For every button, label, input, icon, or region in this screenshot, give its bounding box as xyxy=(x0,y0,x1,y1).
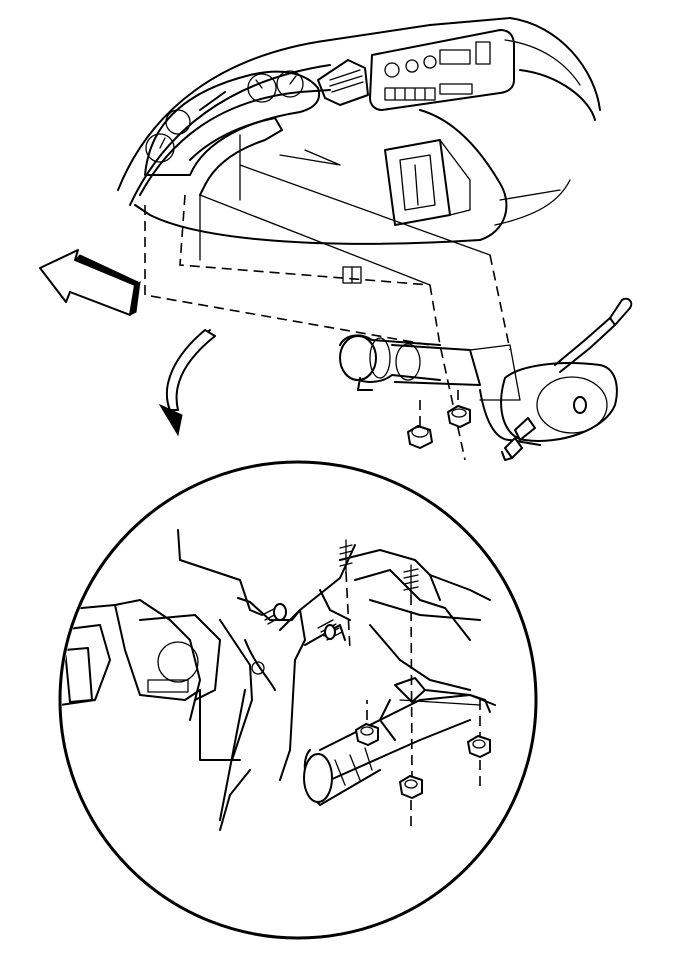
forward-arrow-icon xyxy=(39,249,141,316)
detail-view xyxy=(58,460,538,940)
multifunction-lever xyxy=(609,297,633,326)
vent-ring xyxy=(157,641,199,683)
detail-circle xyxy=(58,460,538,940)
center-vent xyxy=(317,59,369,106)
instrument-panel xyxy=(117,17,601,245)
curved-arrow-icon xyxy=(158,329,216,437)
knob-icon xyxy=(384,62,400,78)
mounting-stud-icon xyxy=(339,539,353,573)
gauge-speedo-icon xyxy=(247,73,277,103)
column-nut-left xyxy=(407,425,433,449)
column-nut-right xyxy=(447,405,471,428)
hex-nut-icon xyxy=(399,775,423,799)
gauge-cluster xyxy=(144,70,320,176)
mounting-stud-icon xyxy=(261,603,287,625)
knee-bolster-opening xyxy=(189,117,341,261)
shaft-end xyxy=(573,396,587,414)
floor-console xyxy=(384,139,471,226)
hex-nut-icon xyxy=(355,723,379,746)
knob-icon xyxy=(405,59,419,73)
gauge-tach-icon xyxy=(276,70,304,98)
radio-display xyxy=(439,49,471,65)
gauge-left-icon xyxy=(145,133,175,163)
gauge-small-icon xyxy=(165,109,191,135)
mounting-stud-icon xyxy=(403,564,419,596)
steering-column xyxy=(339,297,633,461)
knob-icon xyxy=(423,55,437,69)
radio-buttons xyxy=(475,41,491,65)
radio-climate-panel xyxy=(369,29,515,111)
climate-display xyxy=(439,83,473,95)
mounting-stud-icon xyxy=(317,619,343,641)
hex-nut-icon xyxy=(467,735,491,758)
climate-buttons xyxy=(384,87,436,101)
